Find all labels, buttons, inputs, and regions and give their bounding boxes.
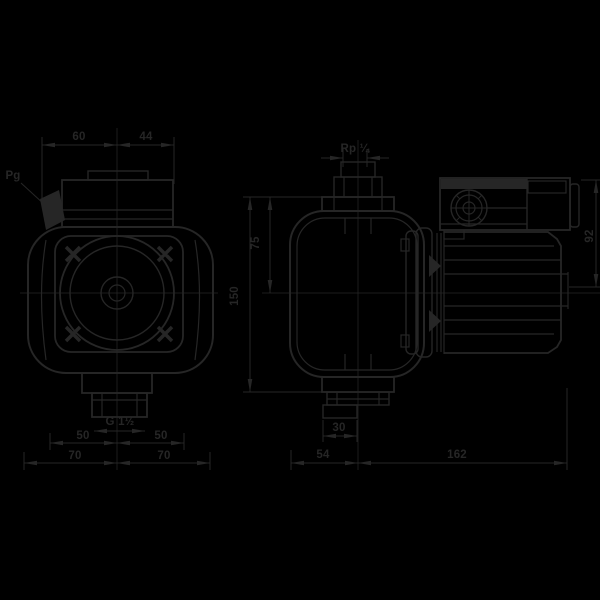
dim-label-70-left: 70	[68, 450, 81, 462]
cable-connector	[569, 183, 580, 228]
vent-thread-dimension: Rp ¼	[321, 143, 389, 167]
height-75-dimension: 75	[250, 197, 273, 293]
dim-label-44: 44	[139, 131, 153, 143]
thread-dimension: G 1½	[94, 416, 145, 434]
dim-label-150: 150	[229, 286, 241, 306]
box-mount-bracket	[443, 229, 465, 240]
motor-housing	[444, 231, 569, 354]
motor-face	[59, 235, 175, 351]
dim-label-g1-5: G 1½	[106, 416, 135, 428]
label-pg: Pg	[5, 170, 20, 182]
front-bottom-port	[81, 372, 153, 418]
front-70-dimensions: 70 70	[23, 450, 211, 470]
dim-label-54: 54	[316, 449, 330, 461]
flange-clamp-stack	[400, 227, 445, 358]
front-top-dimensions: 60 44	[41, 131, 175, 206]
height-92-dimension: 92	[569, 179, 600, 288]
cable-gland-callout: Pg	[5, 170, 65, 230]
side-bottom-port	[321, 376, 395, 419]
length-dimensions: 54 162	[290, 388, 568, 470]
dim-label-92: 92	[584, 229, 596, 242]
dim-label-70-right: 70	[157, 450, 170, 462]
height-150-dimension: 150	[229, 196, 332, 393]
dim-label-75: 75	[250, 236, 262, 250]
port-30-dimension: 30	[322, 420, 358, 442]
dim-label-50-right: 50	[154, 430, 167, 442]
dim-label-30: 30	[332, 422, 345, 434]
side-terminal-box	[439, 177, 580, 240]
dim-label-50-left: 50	[76, 430, 89, 442]
front-50-dimensions: 50 50	[49, 430, 185, 450]
dim-label-rp14: Rp ¼	[341, 143, 371, 155]
cable-gland	[40, 190, 65, 230]
volute-housing	[289, 210, 425, 378]
dim-label-60: 60	[72, 131, 85, 143]
front-terminal-box	[61, 170, 174, 228]
side-view: Rp ¼	[229, 140, 600, 470]
motor-fins	[444, 245, 569, 335]
speed-selector-knob	[450, 189, 488, 227]
pump-body-side-contours	[40, 239, 201, 361]
flange-screw-marks	[64, 245, 174, 343]
front-view: 60 44 Pg	[5, 128, 218, 470]
dim-label-162: 162	[447, 449, 467, 461]
